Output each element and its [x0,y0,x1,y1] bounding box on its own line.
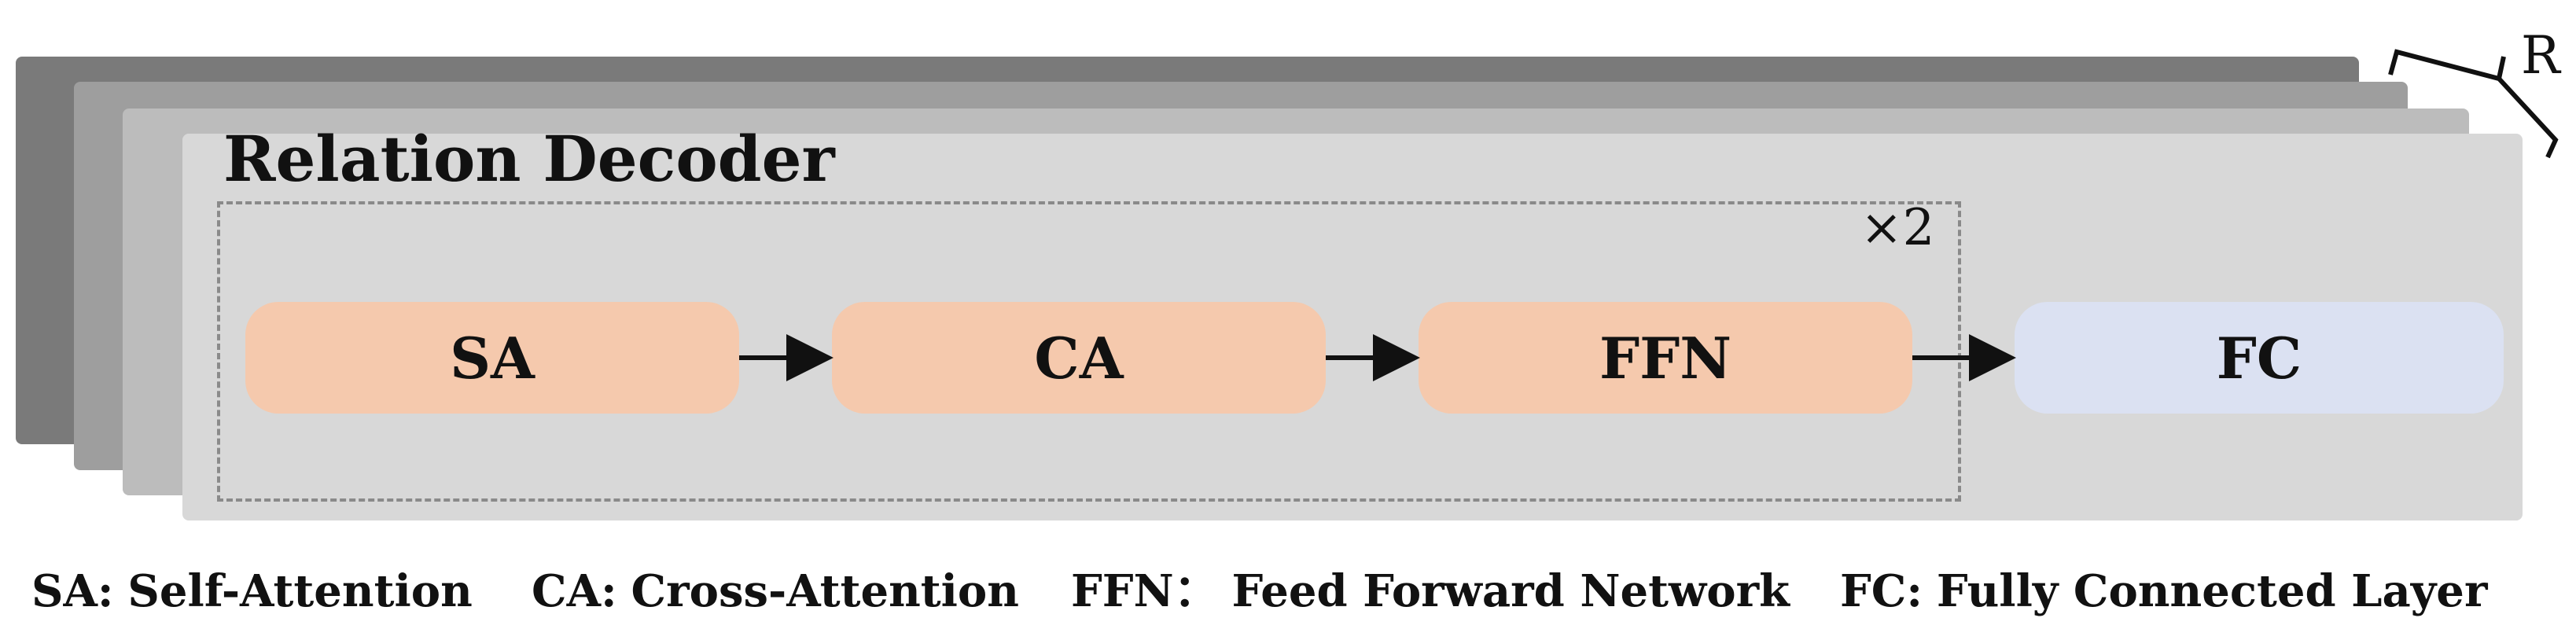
repeat-group-box [217,201,1961,502]
repeat-count-label: ×2 [1860,199,1935,257]
block-fully-connected: FC [2015,302,2504,414]
legend-abbr: CA: [532,565,617,617]
block-cross-attention: CA [832,302,1326,414]
diagram-title: Relation Decoder [223,122,835,196]
legend-item-ffn: FFN： Feed Forward Network [1071,569,1790,614]
legend-item-fc: FC: Fully Connected Layer [1840,569,2487,614]
legend-description: Cross-Attention [631,565,1019,617]
legend-item-ca: CA: Cross-Attention [532,569,1019,614]
block-feed-forward: FFN [1419,302,1912,414]
legend-description: Feed Forward Network [1231,565,1790,617]
stack-repeat-label: R [2521,25,2560,86]
legend-description: Self-Attention [127,565,473,617]
block-self-attention: SA [245,302,739,414]
legend-abbr: FFN： [1071,565,1218,617]
legend-description: Fully Connected Layer [1936,565,2488,617]
legend-abbr: SA: [31,565,114,617]
repeat-bracket-tick [2497,56,2506,79]
legend-abbr: FC: [1840,565,1923,617]
legend-item-sa: SA: Self-Attention [31,569,473,614]
